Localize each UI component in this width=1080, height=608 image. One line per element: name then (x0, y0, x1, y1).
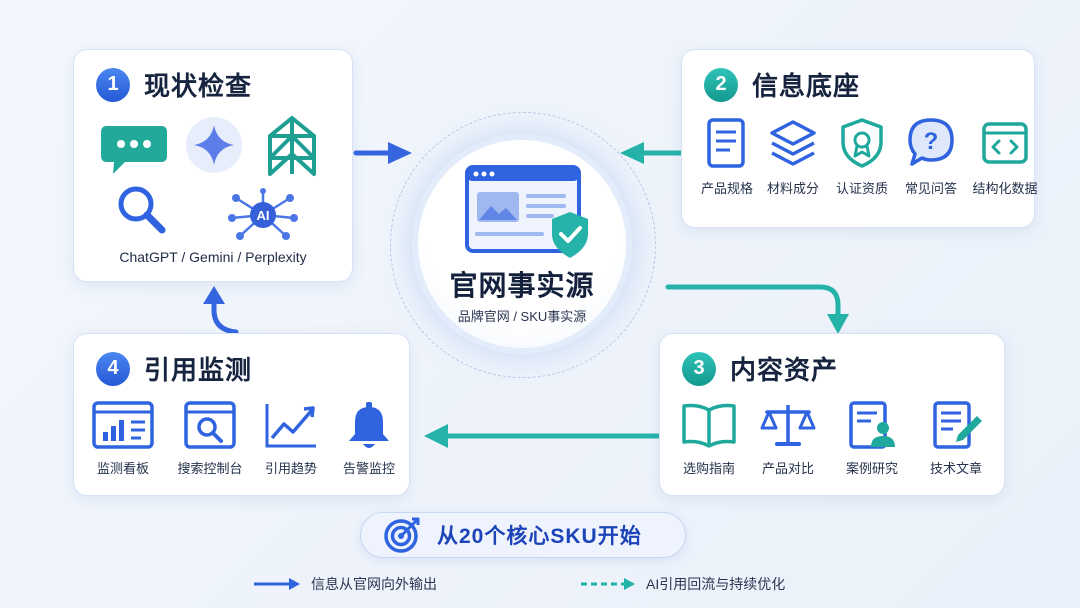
case-profile-icon (849, 401, 895, 449)
ai-badge-text: AI (257, 208, 270, 223)
target-icon (384, 517, 420, 553)
arrow-card4-to-card1 (203, 286, 239, 335)
legend-solid: 信息从官网向外输出 (253, 574, 437, 594)
card-citation-monitoring: 4 引用监测 监测看板 搜索控制台 (73, 333, 410, 496)
certificate-shield-icon (841, 118, 883, 168)
start-sku-pill: 从20个核心SKU开始 (360, 512, 686, 558)
item-tech-article: 技术文章 (916, 400, 996, 477)
card-status-check: 1 现状检查 (73, 49, 353, 282)
edit-document-icon (933, 401, 982, 449)
item-product-compare: 产品对比 (748, 400, 828, 477)
arrow-card1-to-center (353, 142, 412, 164)
dashed-arrow-icon (581, 578, 635, 590)
item-search-console: 搜索控制台 (166, 400, 254, 477)
item-monitor-dashboard: 监测看板 (80, 400, 166, 477)
legend-dashed: AI引用回流与持续优化 (580, 574, 785, 594)
trend-chart-icon (265, 404, 316, 448)
legend-dashed-label: AI引用回流与持续优化 (646, 576, 786, 592)
dashboard-icon (92, 401, 154, 449)
ai-platforms-caption: ChatGPT / Gemini / Perplexity (119, 249, 307, 265)
item-certification: 认证资质 (826, 116, 898, 197)
card-title: 现状检查 (144, 71, 253, 101)
card-title: 信息底座 (752, 71, 861, 101)
arrow-center-to-card3 (665, 284, 849, 334)
card-info-foundation: 2 信息底座 产品规格 材料成分 (681, 49, 1038, 228)
solid-arrow-icon (254, 578, 300, 590)
perplexity-icon (268, 116, 316, 176)
website-shield-icon (465, 165, 588, 258)
arrow-card2-to-center (620, 142, 685, 164)
bell-icon (349, 402, 389, 448)
item-case-study: 案例研究 (828, 400, 916, 477)
gemini-sparkle-icon (186, 117, 242, 173)
ai-network-icon: AI (228, 188, 298, 240)
item-faq: ? 常见问答 (898, 116, 964, 197)
layers-icon (770, 120, 816, 166)
balance-scale-icon (760, 405, 816, 446)
center-title: 官网事实源 (449, 270, 595, 301)
item-buying-guide: 选购指南 (670, 400, 748, 477)
step-number-2: 2 (704, 67, 738, 102)
pill-text: 从20个核心SKU开始 (437, 525, 642, 548)
center-subtitle: 品牌官网 / SKU事实源 (457, 309, 587, 324)
spec-document-icon (707, 118, 745, 168)
center-orbit-ring (390, 112, 656, 378)
question-bubble-icon: ? (908, 118, 954, 166)
item-product-spec: 产品规格 (694, 116, 760, 197)
step-number-4: 4 (96, 351, 130, 386)
card-title: 引用监测 (144, 355, 253, 385)
chatgpt-chat-icon (101, 126, 167, 174)
step-number-3: 3 (682, 351, 716, 386)
open-book-icon (682, 403, 736, 448)
search-console-icon (184, 401, 236, 449)
svg-text:?: ? (924, 128, 939, 155)
item-material: 材料成分 (760, 116, 826, 197)
card-title: 内容资产 (730, 355, 839, 385)
code-window-icon (982, 122, 1028, 164)
search-icon (118, 186, 166, 234)
item-alert-monitor: 告警监控 (328, 400, 410, 477)
item-citation-trend: 引用趋势 (254, 400, 328, 477)
legend-solid-label: 信息从官网向外输出 (311, 576, 437, 592)
card-content-assets: 3 内容资产 选购指南 产品对比 (659, 333, 1005, 496)
arrow-card3-to-card4 (424, 424, 661, 448)
item-structured-data: 结构化数据 (964, 116, 1046, 197)
step-number-1: 1 (96, 67, 130, 102)
